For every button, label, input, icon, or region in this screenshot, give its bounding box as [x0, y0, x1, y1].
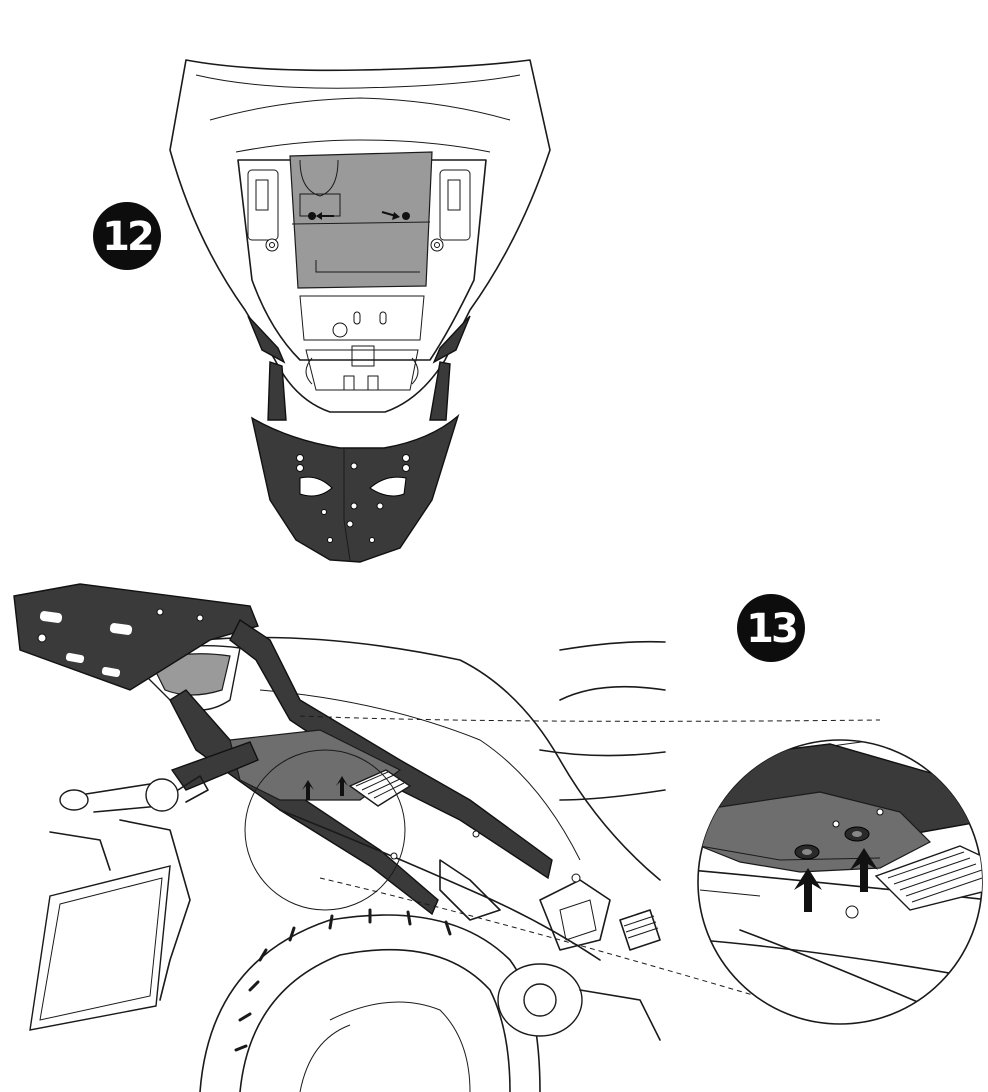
callout-line-top [299, 715, 881, 722]
screw-arrow-left [308, 212, 334, 220]
zoom-mounting-plate [699, 791, 932, 873]
screw-arrow-right [381, 211, 410, 220]
step-badge-circle [737, 594, 805, 662]
rear-mount [539, 873, 661, 951]
step-12-top-view-illustration [169, 59, 551, 563]
electronics-box [289, 151, 433, 289]
seat-outline [199, 636, 661, 881]
step-13-number: 13 [746, 606, 796, 652]
plate-slot-right [369, 476, 407, 497]
grip-pad [348, 769, 412, 807]
step-13-perspective-illustration [13, 583, 881, 1092]
step-12-number: 12 [102, 214, 152, 260]
rear-wheel [199, 908, 541, 1092]
plate-slot-left [299, 476, 333, 497]
zoom-grip-pad [874, 845, 982, 911]
zoom-bolt-right [844, 826, 870, 842]
right-rail [429, 361, 451, 421]
step-badge-circle [93, 202, 161, 270]
step-13-badge: 13 [737, 594, 805, 662]
license-plate [29, 865, 171, 1031]
up-arrow-icon [336, 776, 348, 796]
step-13-detail-zoom [697, 739, 983, 1025]
left-side-mounts [247, 169, 279, 252]
exhaust [497, 963, 661, 1041]
magnify-source-circle [244, 749, 406, 911]
up-arrow-icon [794, 868, 822, 912]
step-12-badge: 12 [93, 202, 161, 270]
up-arrow-icon [850, 848, 878, 892]
luggage-plate [250, 413, 460, 563]
callout-line-bottom [319, 877, 791, 1007]
rear-fairing-shell [169, 59, 551, 413]
right-side-mounts [430, 169, 471, 252]
up-arrow-icon [302, 780, 314, 800]
rack-right-rail [229, 618, 553, 880]
left-rail [267, 361, 287, 421]
subframe-details [299, 295, 425, 391]
seat-cavity [237, 159, 487, 361]
turn-signal [59, 775, 209, 813]
zoom-bolt-left [794, 844, 820, 860]
